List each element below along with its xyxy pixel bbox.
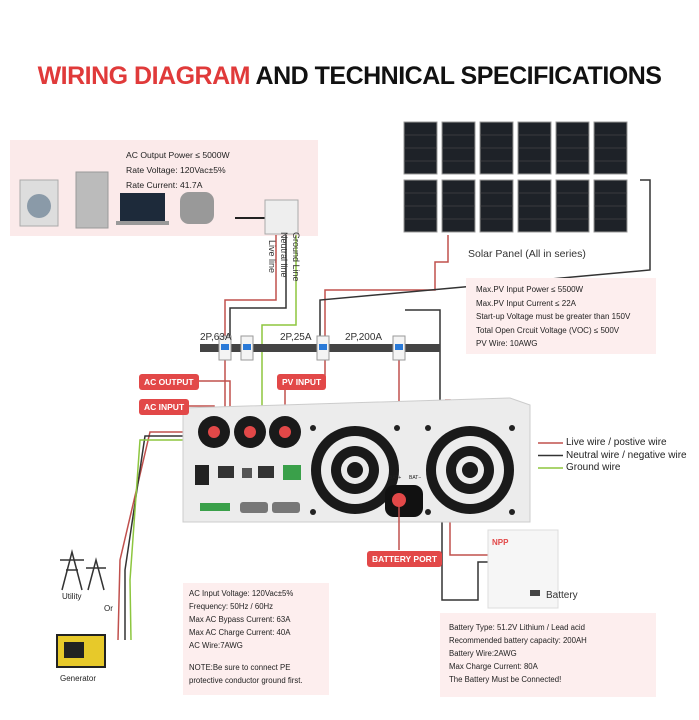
pv-negative-wire bbox=[319, 179, 651, 348]
battery-port-terminal bbox=[392, 493, 406, 507]
db9-port-2 bbox=[272, 502, 300, 513]
ac-input-tag: AC INPUT bbox=[139, 399, 190, 415]
live-line-label: Live line bbox=[267, 240, 277, 274]
dry-contact-terminal bbox=[283, 465, 301, 480]
battery-brand: NPP bbox=[492, 538, 509, 547]
ac-output-neutral-wire bbox=[229, 235, 287, 348]
generator-label: Generator bbox=[60, 674, 97, 683]
solar-panel-label: Solar Panel (All in series) bbox=[468, 248, 586, 260]
legend-neutral: Neutral wire / negative wire bbox=[566, 449, 687, 461]
battery-neg-wire bbox=[441, 420, 490, 601]
power-switch bbox=[195, 465, 209, 485]
generator-icon bbox=[56, 634, 106, 668]
solar-panel-array bbox=[403, 121, 628, 233]
page-title: WIRING DIAGRAM AND TECHNICAL SPECIFICATI… bbox=[37, 62, 662, 90]
bat-neg-label: BAT− bbox=[409, 475, 422, 481]
pv-spec-box: Max.PV Input Power ≤ 5500W Max.PV Input … bbox=[466, 278, 656, 354]
breaker-label-25a: 2P,25A bbox=[280, 332, 312, 343]
pv-input-tag: PV INPUT bbox=[277, 374, 327, 390]
usb-port bbox=[242, 468, 252, 478]
ac-output-live-wire bbox=[224, 235, 277, 348]
or-label: Or bbox=[104, 604, 113, 613]
breaker-label-200a: 2P,200A bbox=[345, 332, 383, 343]
appliance-icons bbox=[19, 171, 214, 229]
ac-input-live-wire bbox=[117, 431, 214, 641]
rs485-port-2 bbox=[218, 466, 234, 478]
utility-tower-icon bbox=[60, 549, 106, 591]
battery-unit bbox=[487, 529, 559, 609]
db9-port-1 bbox=[240, 502, 268, 513]
rs485-port-1 bbox=[258, 466, 274, 478]
neutral-line-label: Neutral line bbox=[279, 232, 289, 278]
battery-spec-box: Battery Type: 51.2V Lithium / Lead acid … bbox=[440, 613, 656, 697]
ac-input-ground-wire bbox=[129, 439, 200, 641]
ground-line-label: Ground Line bbox=[291, 232, 301, 282]
breaker-label-63a: 2P,63A bbox=[200, 332, 232, 343]
utility-label: Utility bbox=[62, 592, 82, 601]
legend-live: Live wire / postive wire bbox=[566, 437, 667, 448]
wire-legend: Live wire / postive wire Neutral wire / … bbox=[566, 437, 687, 475]
legend-ground: Ground wire bbox=[566, 462, 621, 473]
parallel-connector bbox=[200, 503, 230, 511]
battery-label: Battery bbox=[546, 590, 578, 601]
bat-pos-label: BAT+ bbox=[389, 475, 402, 481]
ac-output-tag: AC OUTPUT bbox=[139, 374, 199, 390]
ac-input-spec-box: AC Input Voltage: 120Vac±5% Frequency: 5… bbox=[183, 583, 329, 695]
ground-wire bbox=[261, 235, 297, 420]
pv-positive-wire bbox=[324, 235, 449, 348]
battery-port-tag: BATTERY PORT bbox=[367, 551, 443, 567]
wall-socket bbox=[264, 199, 299, 235]
